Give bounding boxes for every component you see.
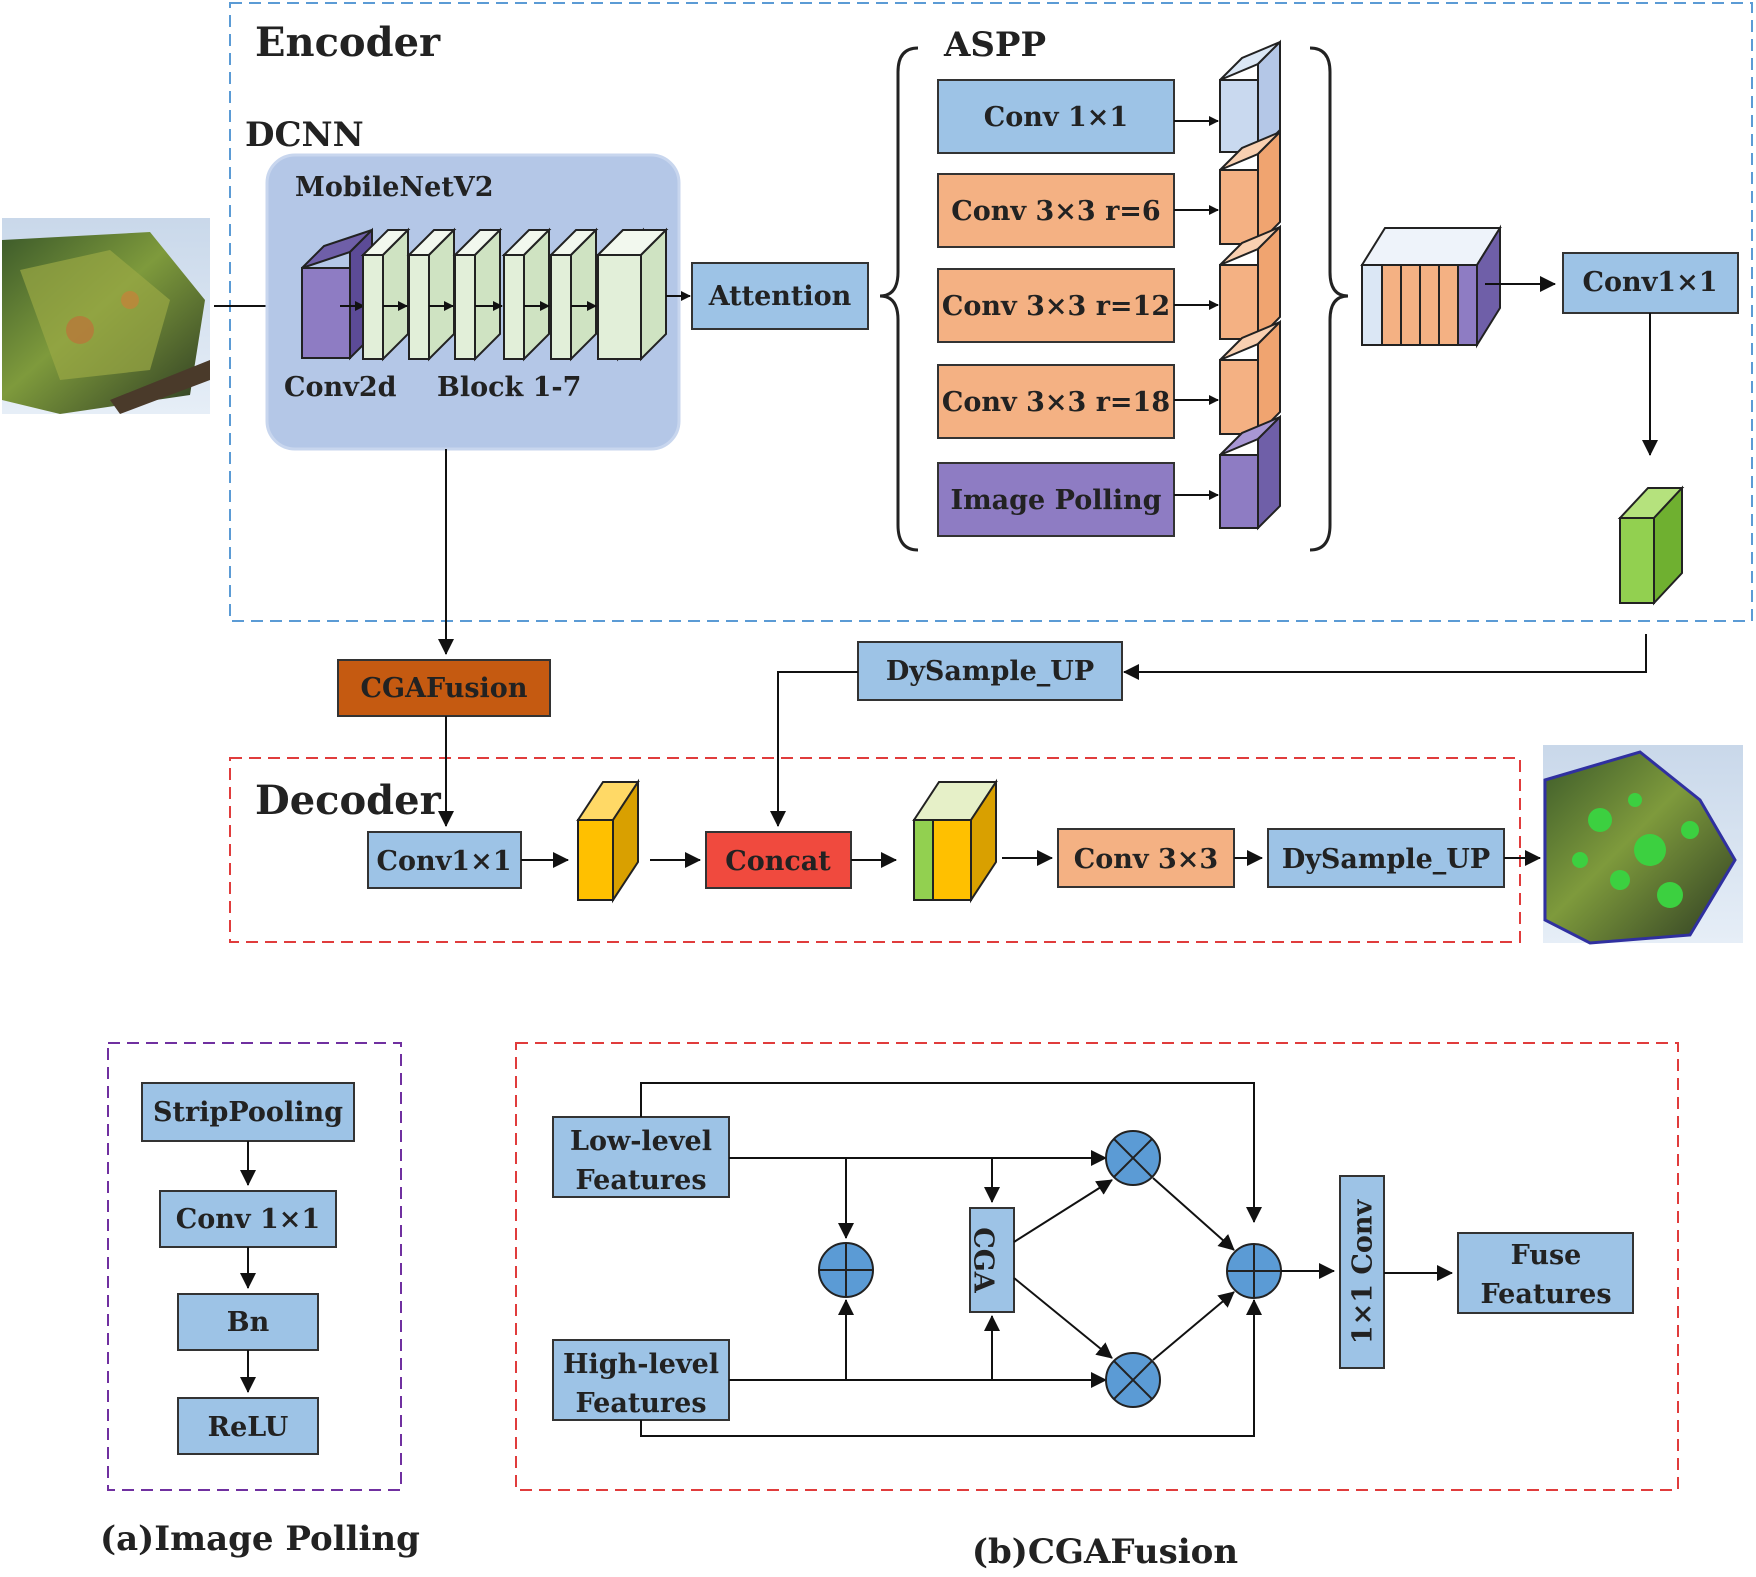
dysample-up-mid-box [857, 641, 1123, 701]
cga-box [969, 1207, 1015, 1313]
aspp-feature-light-blue [1219, 39, 1281, 155]
decoder-dysample-up-box [1267, 828, 1505, 888]
cga-label: CGA [968, 1227, 999, 1294]
low-level-features-box [552, 1116, 730, 1198]
bn-label: Bn [227, 1307, 270, 1338]
decoder-concat-feature [912, 778, 998, 904]
cgafusion-label: CGAFusion [361, 673, 528, 704]
panel-a-caption: (a)Image Polling [100, 1519, 420, 1559]
low-level-line2: Features [575, 1165, 706, 1196]
aspp-image-polling-box [937, 462, 1175, 537]
decoder-conv1x1-box [367, 831, 522, 889]
aspp-conv1x1-box [937, 79, 1175, 154]
attention-box [691, 262, 869, 330]
panel-b-frame [515, 1042, 1679, 1491]
aspp-left-brace [879, 46, 919, 552]
low-level-line1: Low-level [570, 1126, 712, 1157]
encoder-output-feature [1617, 485, 1685, 606]
decoder-conv3x3-label: Conv 3×3 [1074, 844, 1218, 875]
decoder-dysample-up-label: DySample_UP [1282, 844, 1490, 875]
panel-a-frame [107, 1042, 402, 1491]
encoder-frame [229, 2, 1753, 622]
aspp-conv3x3-r12-box [937, 268, 1175, 343]
high-level-line1: High-level [563, 1349, 719, 1380]
blocks-label: Block 1-7 [437, 372, 581, 403]
multiply-circle-top [1105, 1130, 1161, 1186]
aspp-feature-orange-1 [1219, 129, 1281, 247]
decoder-title: Decoder [255, 777, 442, 824]
attention-label: Attention [708, 281, 852, 312]
cgafusion-box [337, 659, 551, 717]
aspp-label: ASPP [943, 25, 1046, 65]
strip-pooling-label: StripPooling [153, 1097, 343, 1128]
high-level-line2: Features [575, 1388, 706, 1419]
decoder-frame [229, 757, 1521, 943]
post-aspp-conv1x1-label: Conv1×1 [1582, 267, 1717, 298]
aspp-image-polling-label: Image Polling [950, 485, 1161, 516]
dcnn-label: DCNN [245, 115, 364, 155]
conv2d-label: Conv2d [284, 372, 397, 403]
add-circle-left [818, 1242, 874, 1298]
input-leaf-image [2, 218, 210, 414]
bn-box [177, 1293, 319, 1351]
conv2d-block [301, 227, 373, 361]
multiply-circle-bottom [1105, 1352, 1161, 1408]
panel-b-caption: (b)CGAFusion [972, 1532, 1238, 1572]
aspp-conv3x3-r18-box [937, 364, 1175, 439]
dysample-up-mid-label: DySample_UP [886, 656, 1094, 687]
block-5 [548, 227, 599, 362]
aspp-right-brace [1309, 46, 1349, 552]
block-4 [501, 227, 552, 362]
output-segmentation-image [1543, 745, 1743, 945]
aspp-feature-orange-2 [1219, 224, 1281, 342]
panel-b-conv-label: 1×1 Conv [1348, 1198, 1379, 1344]
aspp-conv3x3-r6-box [937, 173, 1175, 248]
panel-a-conv1x1-label: Conv 1×1 [176, 1204, 320, 1235]
fuse-line1: Fuse [1511, 1240, 1582, 1271]
aspp-feature-purple [1219, 414, 1281, 531]
block-2 [406, 227, 457, 362]
add-circle-right [1226, 1243, 1282, 1299]
decoder-yellow-feature [576, 778, 640, 904]
aspp-conv3x3-r12-label: Conv 3×3 r=12 [942, 291, 1170, 322]
block-7 [595, 227, 669, 362]
relu-label: ReLU [208, 1412, 289, 1443]
fuse-features-box [1457, 1232, 1634, 1314]
aspp-conv1x1-label: Conv 1×1 [984, 102, 1128, 133]
high-level-features-box [552, 1339, 730, 1421]
block-3 [452, 227, 503, 362]
aspp-feature-orange-3 [1219, 319, 1281, 437]
fuse-line2: Features [1480, 1279, 1611, 1310]
relu-box [177, 1397, 319, 1455]
aspp-branch-arrows [1174, 116, 1219, 500]
mobilenet-blocks [360, 227, 669, 362]
encoder-title: Encoder [255, 19, 441, 66]
decoder-conv3x3-box [1057, 828, 1235, 888]
concat-label: Concat [725, 846, 831, 877]
mobilenetv2-label: MobileNetV2 [295, 172, 494, 203]
decoder-conv1x1-label: Conv1×1 [376, 846, 511, 877]
aspp-concat-stack [1360, 224, 1502, 349]
aspp-conv3x3-r18-label: Conv 3×3 r=18 [942, 387, 1170, 418]
aspp-conv3x3-r6-label: Conv 3×3 r=6 [951, 196, 1160, 227]
panel-a-conv1x1-box [159, 1190, 337, 1248]
block-1 [360, 227, 411, 362]
